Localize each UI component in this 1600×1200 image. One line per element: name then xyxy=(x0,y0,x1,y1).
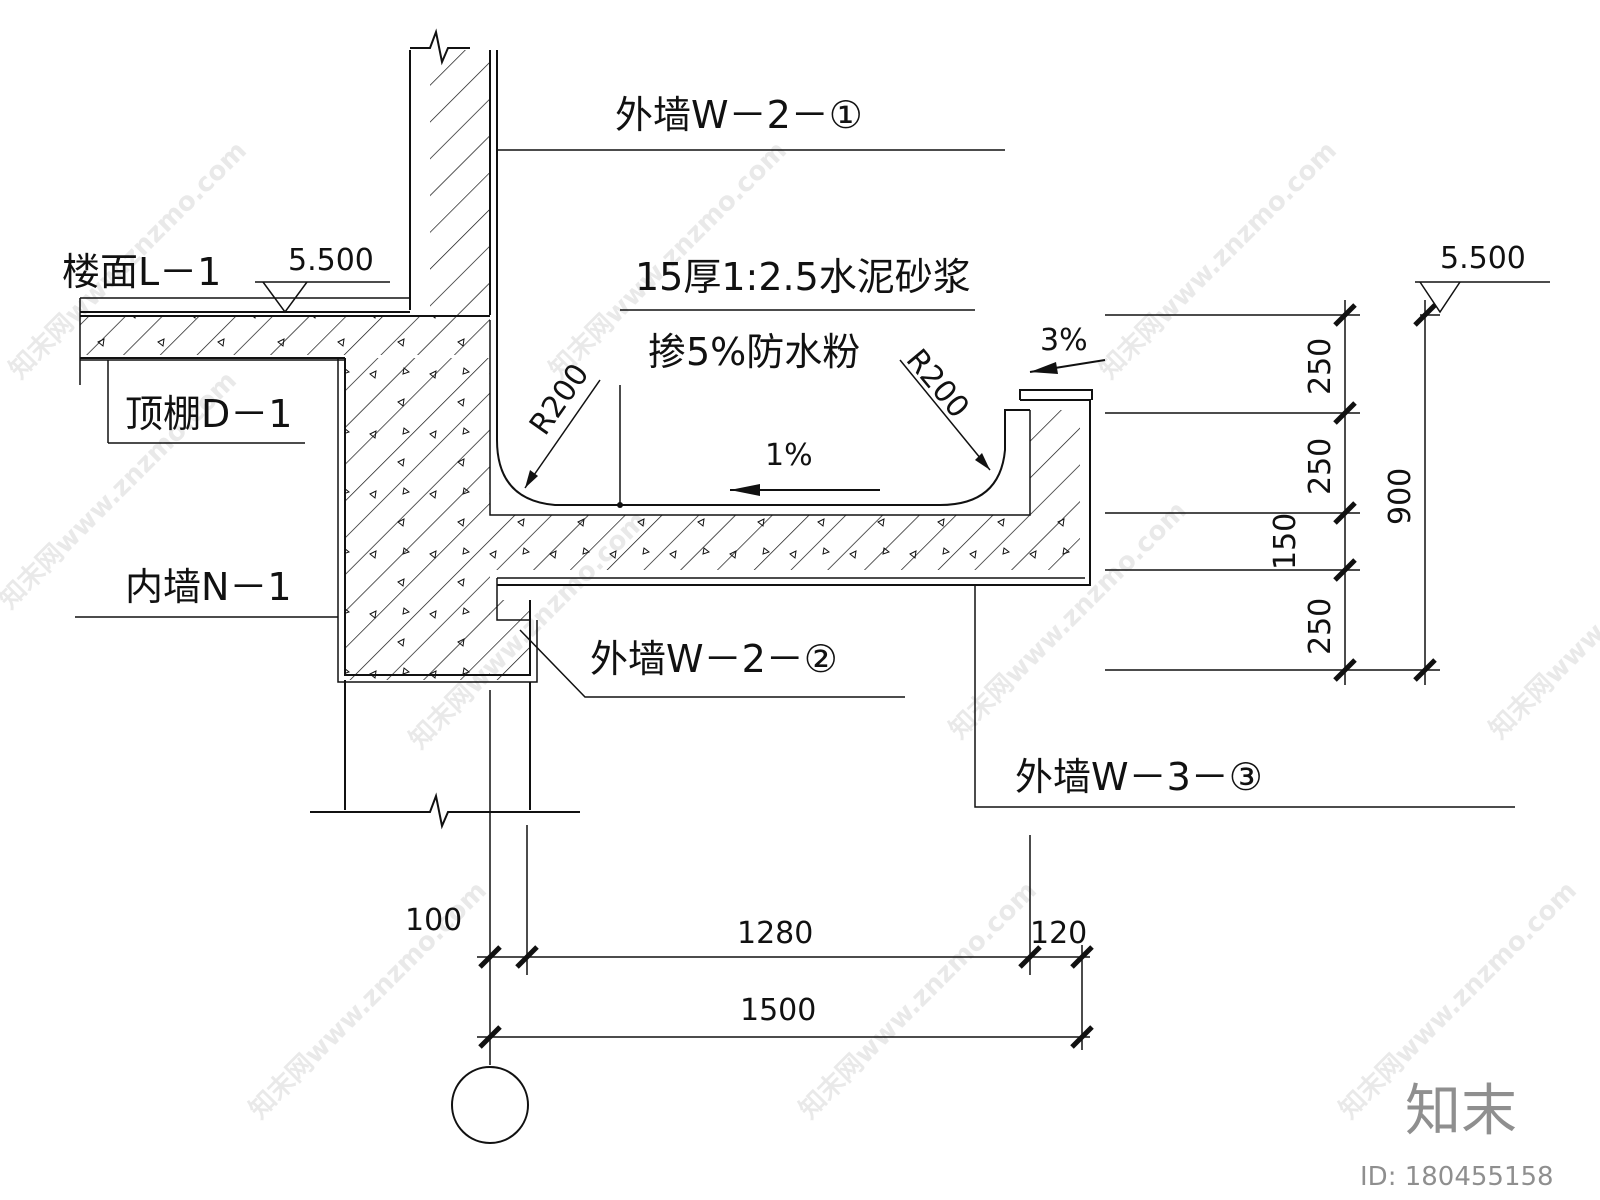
dim-100: 100 xyxy=(405,903,462,938)
gutter-upturn-cap xyxy=(1019,389,1093,400)
floor-label: 楼面L－1 xyxy=(62,250,221,294)
radius-right: R200 xyxy=(899,343,991,471)
slope-bottom: 1% xyxy=(730,438,880,496)
radius-right-value: R200 xyxy=(899,343,976,425)
upper-wall xyxy=(430,50,490,315)
horizontal-dimension-chain: 100 1280 120 1500 xyxy=(405,825,1094,1050)
dim-1500: 1500 xyxy=(740,993,816,1028)
gutter-inner-surface xyxy=(489,320,1031,516)
exterior-wall-2-label: 外墙W－2－② xyxy=(590,637,838,681)
gutter-upturn xyxy=(1030,410,1080,515)
slope-bottom-value: 1% xyxy=(765,438,813,473)
watermark-text: 知末网www.znzmo.com xyxy=(1484,496,1600,745)
floor-slab-concrete xyxy=(80,315,490,355)
grid-axis-bubble xyxy=(451,1066,529,1144)
dim-250-bottom: 250 xyxy=(1303,598,1338,655)
ceiling-label: 顶棚D－1 xyxy=(125,392,292,436)
vertical-dimension-chain: 250 250 150 250 900 xyxy=(1105,300,1440,685)
watermark-text: 知末网www.znzmo.com xyxy=(794,876,1043,1125)
elevation-marker-right: 5.500 xyxy=(1415,241,1550,314)
brand-logo-text: 知末 xyxy=(1405,1079,1517,1144)
beam-outline xyxy=(344,358,531,676)
mortar-label-line1: 15厚1:2.5水泥砂浆 xyxy=(635,255,971,299)
radius-left: R200 xyxy=(523,358,601,489)
exterior-wall-2-leader xyxy=(519,629,905,698)
dim-900: 900 xyxy=(1383,468,1418,525)
interior-wall-label: 内墙N－1 xyxy=(125,565,292,609)
exterior-wall-3-leader xyxy=(974,585,1515,808)
elevation-left-value: 5.500 xyxy=(288,243,374,278)
gutter-mortar-lining xyxy=(496,150,1030,506)
slope-gutter: 3% xyxy=(1029,323,1106,374)
gutter-upturn-outline xyxy=(497,399,1091,586)
mortar-label-line2: 掺5%防水粉 xyxy=(648,330,860,374)
image-id-text: ID: 180455158 xyxy=(1360,1162,1554,1192)
slope-gutter-value: 3% xyxy=(1040,323,1088,358)
exterior-wall-3-label: 外墙W－3－③ xyxy=(1015,755,1263,799)
radius-left-value: R200 xyxy=(523,358,596,442)
mortar-leader-dot xyxy=(617,502,623,508)
lower-wall-break-mark xyxy=(310,792,580,830)
elevation-marker-left: 5.500 xyxy=(255,243,390,314)
beam-finish-outline xyxy=(337,358,538,683)
beam-body-concrete xyxy=(345,358,490,680)
exterior-wall-1-label: 外墙W－2－① xyxy=(615,93,863,137)
gutter-slab-concrete xyxy=(490,515,1080,570)
dim-1280: 1280 xyxy=(737,916,813,951)
dim-120: 120 xyxy=(1030,916,1087,951)
upper-wall-break-mark xyxy=(410,28,470,66)
dim-250-top: 250 xyxy=(1303,338,1338,395)
elevation-right-value: 5.500 xyxy=(1440,241,1526,276)
dim-250-middle: 250 xyxy=(1303,438,1338,495)
gutter-step-finish xyxy=(496,578,530,621)
dim-150: 150 xyxy=(1268,513,1303,570)
